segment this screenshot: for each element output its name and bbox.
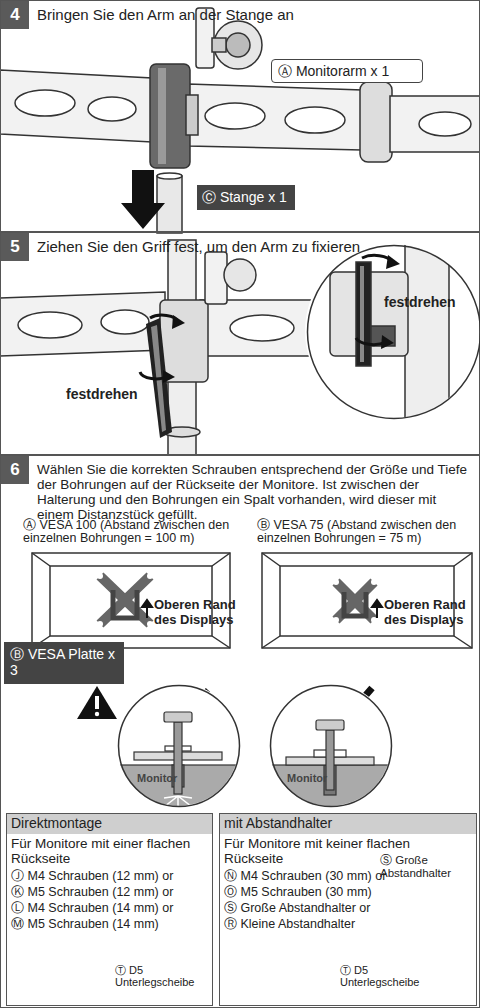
vesa-monitor: Ⓐ VESA 100 (Abstand zwischen den einzeln…: [23, 519, 253, 651]
screw-option: Ⓜ M5 Schrauben (14 mm): [11, 917, 209, 932]
step-number: 6: [1, 456, 29, 484]
circle-outline: [119, 686, 240, 807]
screw-option: Ⓞ M5 Schrauben (30 mm): [224, 885, 424, 900]
monitor-label: Monitor: [287, 772, 347, 785]
part-label: Ⓐ Monitorarm x 1: [278, 63, 420, 80]
part-callout: Ⓒ Stange x 1: [197, 185, 295, 210]
zoom-detail: [330, 240, 449, 425]
part-callout: Ⓐ Monitorarm x 1: [271, 59, 423, 83]
circle-outline: [271, 686, 392, 807]
right-mounting: [262, 720, 402, 815]
orientation-label: Oberen Rand des Displays: [384, 597, 480, 627]
monitor-label: Monitor: [137, 772, 197, 785]
circle-background: [268, 683, 392, 807]
circle-outline: [306, 244, 480, 420]
vesa-monitor: Ⓑ VESA 75 (Abstand zwischen den einzelne…: [257, 519, 479, 651]
washer-label: Ⓣ D5 Unterlegscheibe: [340, 964, 435, 988]
mounting-option-box: DirektmontageFür Monitore mit einer flac…: [6, 813, 213, 1006]
monitor-arm-drawing: [0, 8, 480, 233]
step-number: 4: [1, 1, 29, 29]
arrow-head: [172, 315, 185, 329]
part-label: Ⓒ Stange x 1: [202, 189, 292, 206]
vesa-heading: Ⓑ VESA 75 (Abstand zwischen den einzelne…: [257, 519, 477, 545]
step-number-text: 5: [1, 237, 29, 257]
screw-option: Ⓙ M4 Schrauben (12 mm) or: [11, 869, 209, 884]
option-description: Für Monitore mit einer flachen Rückseite: [11, 836, 209, 866]
mounting-detail-circle: Monitor: [117, 684, 241, 808]
step-number: 5: [1, 233, 29, 261]
step-heading: Bringen Sie den Arm an der Stange an: [37, 6, 477, 24]
circle-outline: [308, 246, 480, 419]
arrow-head: [163, 370, 175, 383]
down-arrow: [121, 170, 165, 229]
circle-outline: [117, 684, 241, 808]
vesa-heading: Ⓐ VESA 100 (Abstand zwischen den einzeln…: [23, 519, 235, 545]
action-label: festdrehen: [384, 294, 476, 311]
vesa-plate: [97, 573, 377, 627]
step-number-text: 4: [1, 5, 29, 25]
washer-label: Ⓣ D5 Unterlegscheibe: [115, 964, 207, 988]
turn-arrows: [140, 315, 178, 379]
wrong-mounting: [110, 712, 250, 815]
clamp-drawing: [0, 240, 330, 455]
part-callout: Ⓑ VESA Platte x 3: [4, 642, 124, 684]
screw-option: Ⓛ M4 Schrauben (14 mm) or: [11, 901, 209, 916]
detail-circle: festdrehen: [306, 244, 480, 420]
option-heading: mit Abstandhalter: [224, 815, 464, 832]
screw-option: Ⓚ M5 Schrauben (12 mm) or: [11, 885, 209, 900]
orientation-label: Oberen Rand des Displays: [154, 597, 254, 627]
zoom-background: [305, 243, 480, 419]
step-panel: Wählen Sie die korrekten Schrauben entsp…: [0, 455, 480, 1008]
mounting-option-box: mit AbstandhalterFür Monitore mit keiner…: [219, 813, 477, 1006]
part-label: Ⓑ VESA Platte x 3: [10, 646, 118, 678]
spacer-label: Ⓢ Große Abstandhalter: [380, 854, 472, 880]
step-number-text: 6: [1, 460, 29, 480]
step-panel: Bringen Sie den Arm an der Stange an 4 Ⓐ M…: [0, 0, 480, 232]
spacer-option: Ⓡ Kleine Abstandhalter: [224, 917, 424, 932]
spacer-option: Ⓢ Große Abstandhalter or: [224, 901, 424, 916]
step-panel: Ziehen Sie den Griff fest, um den Arm zu…: [0, 232, 480, 455]
step-instruction: Wählen Sie die korrekten Schrauben entsp…: [37, 462, 475, 522]
warning-symbol: [77, 686, 117, 719]
circle-background: [116, 683, 240, 807]
action-label: festdrehen: [66, 386, 166, 403]
circle-outline: [269, 684, 393, 808]
mounting-detail-circle: Monitor: [269, 684, 393, 808]
option-heading: Direktmontage: [11, 815, 209, 832]
